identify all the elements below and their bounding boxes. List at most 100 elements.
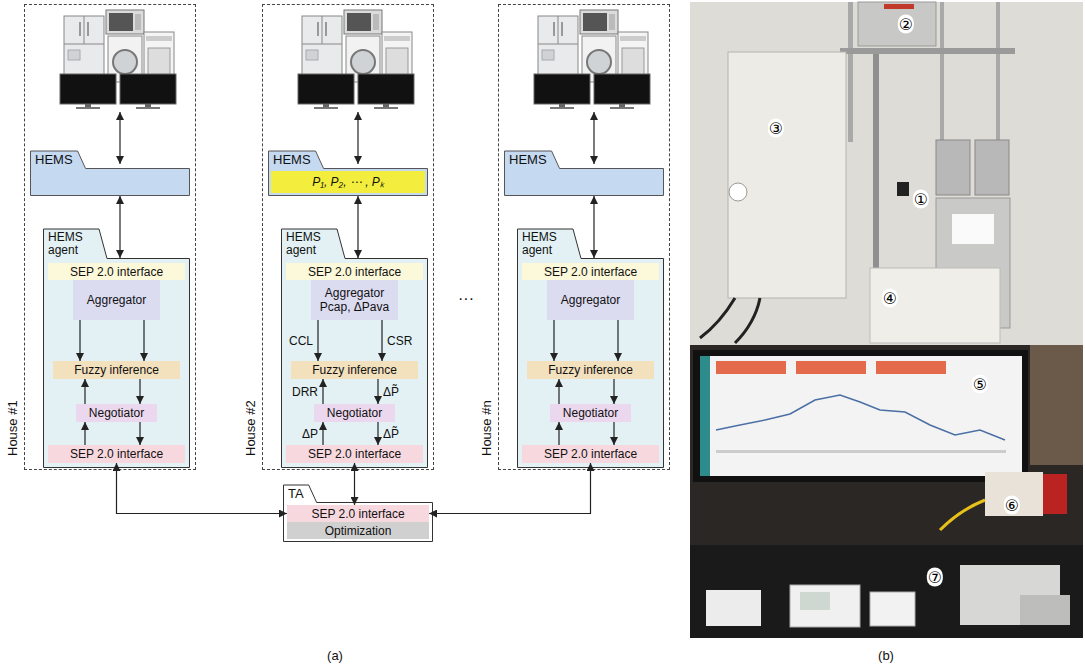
- edge-label: ΔP: [302, 427, 318, 441]
- callout-number: ⑦: [927, 568, 943, 587]
- illustration-part: [690, 545, 1083, 638]
- aggregator-box: Aggregator: [547, 280, 634, 320]
- panel-label: (a): [327, 648, 343, 664]
- edge-label: CSR: [387, 334, 412, 348]
- illustration-part: [884, 4, 914, 9]
- folder-outline: [30, 168, 190, 196]
- illustration-part: [693, 350, 1028, 482]
- text-holder: ④: [890, 298, 906, 317]
- text-holder: ···: [466, 298, 482, 317]
- node-label: House #n: [480, 400, 494, 456]
- connector-arrow: [617, 320, 618, 361]
- negotiator-box: Negotiator: [314, 404, 395, 422]
- connector-arrow: [139, 379, 140, 404]
- connector-arrow: [317, 320, 318, 361]
- illustration-part: [873, 54, 879, 269]
- edge-label: DRR: [292, 385, 318, 399]
- folder-shape: [282, 229, 428, 468]
- interface-band: SEP 2.0 interface: [286, 445, 423, 463]
- connector-arrow: [117, 463, 288, 514]
- illustration-part: [985, 472, 1043, 516]
- node-label: Optimization: [325, 524, 392, 538]
- text-holder: DRR: [292, 385, 318, 399]
- folder-shape: [505, 151, 664, 196]
- text-holder: ①: [921, 199, 937, 218]
- text-holder: ⑤: [980, 384, 996, 403]
- connector-arrow: [139, 422, 140, 445]
- folder-shape: [31, 151, 190, 196]
- illustration-part: [840, 48, 1015, 54]
- connector-arrow: [84, 422, 85, 445]
- negotiator-box: Negotiator: [76, 404, 157, 422]
- interface-band: SEP 2.0 interface: [522, 445, 659, 463]
- illustration-part: [952, 214, 994, 244]
- optimization-band: Optimization: [287, 522, 429, 539]
- illustration-part: [897, 182, 909, 196]
- illustration-part: [690, 345, 1083, 638]
- illustration-part: [716, 450, 1006, 453]
- agent-box: SEP 2.0 interfaceAggregatorFuzzy inferen…: [517, 258, 664, 468]
- node-label: House #2: [244, 400, 258, 456]
- illustration-part: [940, 2, 944, 142]
- callout-number: ③: [768, 119, 784, 138]
- appliances: [534, 10, 650, 109]
- callout-number: ②: [898, 15, 914, 34]
- fuzzy-band: Fuzzy inference: [291, 361, 418, 379]
- folder-outline: [504, 168, 664, 196]
- node-label: HEMS agent: [286, 231, 332, 257]
- illustration-part: [716, 395, 1005, 440]
- ta-box: SEP 2.0 interfaceOptimizationTA: [283, 502, 433, 542]
- callout-number: ⑥: [1004, 496, 1020, 515]
- illustration-part: [706, 590, 761, 626]
- ellipsis: ···: [458, 289, 474, 308]
- callout-number: ④: [882, 289, 898, 308]
- illustration-part: [858, 2, 936, 46]
- connector-arrow: [354, 463, 355, 505]
- text-holder: CCL: [289, 334, 313, 348]
- node-label: Fuzzy inference: [312, 363, 397, 377]
- connector-arrow: [381, 320, 382, 361]
- text-holder: HEMS: [268, 151, 316, 168]
- node-label: P₁, P₂, ⋯ , Pₖ: [312, 175, 384, 189]
- text-holder: ②: [906, 24, 922, 43]
- connector-arrow: [143, 320, 144, 361]
- callout-number: ⑤: [972, 375, 988, 394]
- connector-arrow: [377, 422, 378, 445]
- photo: [690, 2, 1083, 638]
- illustration-part: [700, 356, 710, 476]
- house-box: P₁, P₂, ⋯ , PₖHEMSSEP 2.0 interfaceAggre…: [262, 4, 434, 470]
- schedule-bar: P₁, P₂, ⋯ , Pₖ: [271, 171, 425, 193]
- text-holder: HEMS: [30, 151, 78, 168]
- illustration-part: [996, 2, 1000, 142]
- edge-label: ΔP̃: [383, 385, 399, 399]
- illustration-part: [975, 140, 1009, 195]
- connector-arrow: [558, 422, 559, 445]
- text-holder: (b): [886, 656, 902, 672]
- node-label: Aggregator: [561, 293, 620, 307]
- connector-arrow: [553, 320, 554, 361]
- negotiator-box: Negotiator: [550, 404, 631, 422]
- text-holder: ΔP̃: [383, 385, 399, 399]
- connector-arrow: [593, 196, 594, 258]
- node-label: SEP 2.0 interface: [308, 447, 401, 461]
- connector-arrow: [119, 196, 120, 258]
- node-label: SEP 2.0 interface: [70, 265, 163, 279]
- node-label: SEP 2.0 interface: [70, 447, 163, 461]
- text-holder: ③: [776, 128, 792, 147]
- node-label: House #1: [6, 400, 20, 456]
- appliances: [298, 10, 414, 109]
- node-label: HEMS: [273, 153, 311, 167]
- interface-band: SEP 2.0 interface: [48, 445, 185, 463]
- node-value: Pcap, ΔPava: [320, 300, 389, 314]
- text-holder: HEMS: [504, 151, 552, 168]
- node-label: HEMS: [35, 153, 73, 167]
- callout-number: ①: [913, 190, 929, 209]
- node-label: HEMS: [509, 153, 547, 167]
- connector-arrow: [357, 196, 358, 258]
- illustration-part: [876, 361, 946, 374]
- text-holder: ΔP̃: [383, 427, 399, 441]
- connector-arrow: [558, 379, 559, 404]
- connector-arrow: [79, 320, 80, 361]
- illustration-part: [690, 2, 1083, 345]
